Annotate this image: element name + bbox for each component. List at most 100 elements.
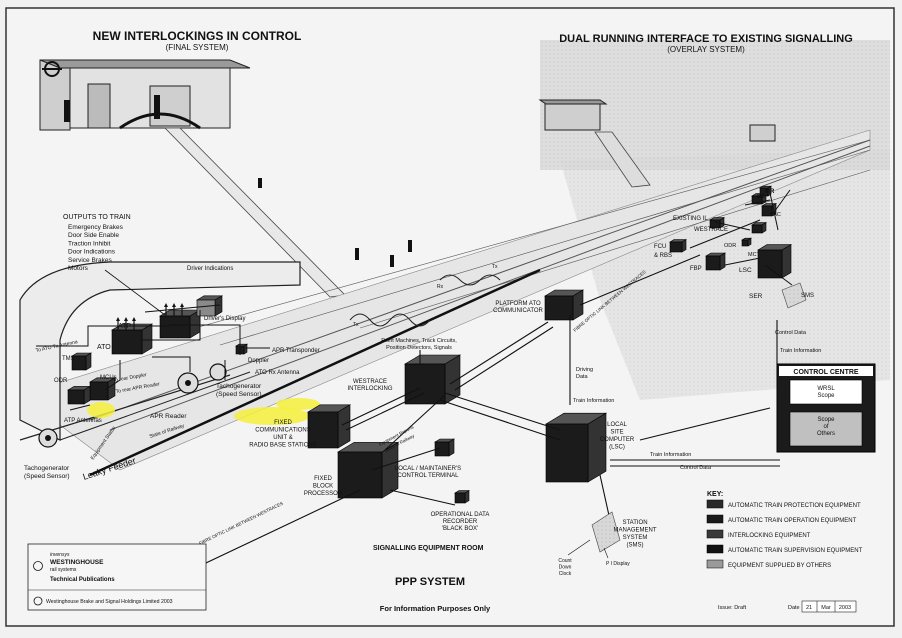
point-machines-label: Point Machines, Track Circuits,: [381, 338, 457, 344]
fbp-label: FBP: [690, 266, 702, 272]
rail-systems-label: rail systems: [50, 567, 77, 573]
date-label: Date: [788, 605, 800, 611]
person-icon: [390, 255, 394, 267]
station-building-left: [39, 59, 251, 131]
fcu-label: FCU: [654, 244, 666, 250]
westrace-interlocking-label: INTERLOCKING: [347, 386, 392, 392]
wrsl-scope-label: Scope: [817, 393, 835, 399]
tms-box: [70, 352, 93, 371]
output-item: Service Brakes: [68, 257, 112, 264]
wrsl-scope-label: WRSL: [817, 386, 835, 392]
doppler-label: Doppler: [248, 358, 269, 364]
mct-label: MCT: [748, 252, 761, 258]
local-maint-label: LOCAL / MAINTAINER'S: [395, 466, 461, 472]
key-swatch: [706, 559, 724, 569]
key-item-label: AUTOMATIC TRAIN PROTECTION EQUIPMENT: [728, 503, 861, 509]
point-machines-label: Position Detectors, Signals: [386, 345, 452, 351]
date-month: Mar: [821, 605, 831, 611]
key-swatch: [706, 499, 724, 509]
lsc-label: SITE: [610, 430, 623, 436]
sms-label: SYSTEM: [623, 535, 648, 541]
subtitle-left: (FINAL SYSTEM): [166, 43, 229, 52]
wheel-icon: [38, 428, 58, 448]
output-item: Traction Inhibit: [68, 240, 111, 247]
lsc-label: COMPUTER: [600, 437, 635, 443]
s2-label: S2: [757, 194, 765, 200]
countdown-clock-label: Count: [558, 558, 572, 564]
fixed-comms-label: UNIT &: [273, 435, 293, 441]
subtitle-right: (OVERLAY SYSTEM): [667, 45, 745, 54]
ato-loop-rx: [439, 274, 501, 286]
train-info-label-2: Train Information: [650, 452, 691, 458]
title-left: NEW INTERLOCKINGS IN CONTROL: [93, 29, 302, 43]
driving-data-label: Data: [576, 374, 589, 380]
sms-terminal: [591, 511, 621, 553]
sms-label: (SMS): [627, 543, 644, 549]
company-block: [27, 543, 207, 611]
odr-overlay-box: [740, 237, 753, 247]
atp-antenna-box: [66, 385, 92, 405]
control-data-overlay-label: Control Data: [775, 330, 807, 336]
copyright-icon: [33, 596, 43, 606]
odr-black-box-label: 'BLACK BOX': [442, 526, 478, 532]
train-info-overlay-label: Train Information: [780, 348, 821, 354]
westinghouse-label: WESTINGHOUSE: [50, 559, 104, 566]
countdown-clock-label: Clock: [559, 571, 572, 577]
lsc-overlay-label: LSC: [739, 267, 752, 274]
leaky-feeder-cable: [89, 268, 541, 477]
lsc-overlay-box: [756, 244, 793, 279]
date-day: 21: [806, 605, 812, 611]
sms-label: STATION: [622, 520, 647, 526]
control-data-label: Control Data: [680, 465, 712, 471]
ato-rx-label: ATO Rx Antenna: [255, 370, 300, 376]
scope-others-label: of: [823, 424, 828, 430]
fbp-box: [704, 252, 727, 271]
ato-label: ATO: [97, 344, 111, 351]
date-year: 2003: [839, 605, 851, 611]
equipment-room-wiring: [169, 254, 780, 581]
odr-black-box-label: OPERATIONAL DATA: [431, 512, 490, 518]
output-item: Emergency Brakes: [68, 224, 124, 231]
overlay-wiring: [689, 189, 793, 286]
sms-label: MANAGEMENT: [613, 528, 656, 534]
to-rear-doppler-label: To rear Doppler: [112, 372, 147, 384]
output-item: Door Indications: [68, 249, 116, 256]
rbs-label: & RBS: [654, 253, 672, 259]
scope-others-label: Scope: [817, 417, 835, 423]
atp-secondary-box: [158, 309, 202, 339]
issue-label: Issue: Draft: [718, 605, 747, 611]
atp-antennas-label: ATP Antennas: [64, 418, 102, 424]
existing-il-box: [708, 217, 726, 229]
fixed-block-label: FIXED: [314, 476, 332, 482]
station-building-right: [538, 99, 776, 188]
escalator-icon: [119, 112, 201, 130]
train-wiring: [36, 304, 270, 411]
westrace-overlay-box: [750, 222, 768, 234]
drivers-display-label: Driver's Display: [204, 316, 245, 322]
data-recorder-box: [453, 490, 471, 504]
pac-label: PAC: [770, 212, 781, 218]
westrace-overlay-label: WESTRACE: [694, 227, 728, 233]
copyright-label: Westinghouse Brake and Signal Holdings L…: [46, 599, 173, 605]
tms-label: TMS: [62, 356, 75, 362]
local-control-terminal: [433, 438, 456, 457]
platform-ato-label: PLATFORM ATO: [495, 301, 541, 307]
westrace-interlocking-label: WESTRACE: [353, 379, 387, 385]
pi-display-label: P I Display: [606, 561, 630, 567]
speed-sensor-label: (Speed Sensor): [216, 391, 262, 398]
sms-overlay-label: SMS: [801, 293, 814, 299]
key-swatch: [706, 544, 724, 554]
lsc-label: (LSC): [609, 445, 625, 451]
apr-transponder-label: APR Transponder: [272, 348, 320, 354]
tech-pub-label: Technical Publications: [50, 577, 115, 583]
output-item: Motors: [68, 265, 89, 272]
invensys-label: invensys: [50, 552, 70, 558]
tachogenerator-label: Tachogenerator: [216, 383, 262, 390]
outputs-title: OUTPUTS TO TRAIN: [63, 214, 131, 221]
scope-others-label: Others: [817, 431, 835, 437]
key-item-label: EQUIPMENT SUPPLIED BY OTHERS: [728, 563, 831, 569]
control-centre: [776, 363, 876, 453]
fixed-block-label: BLOCK: [313, 484, 333, 490]
mcu-box: [88, 377, 117, 401]
